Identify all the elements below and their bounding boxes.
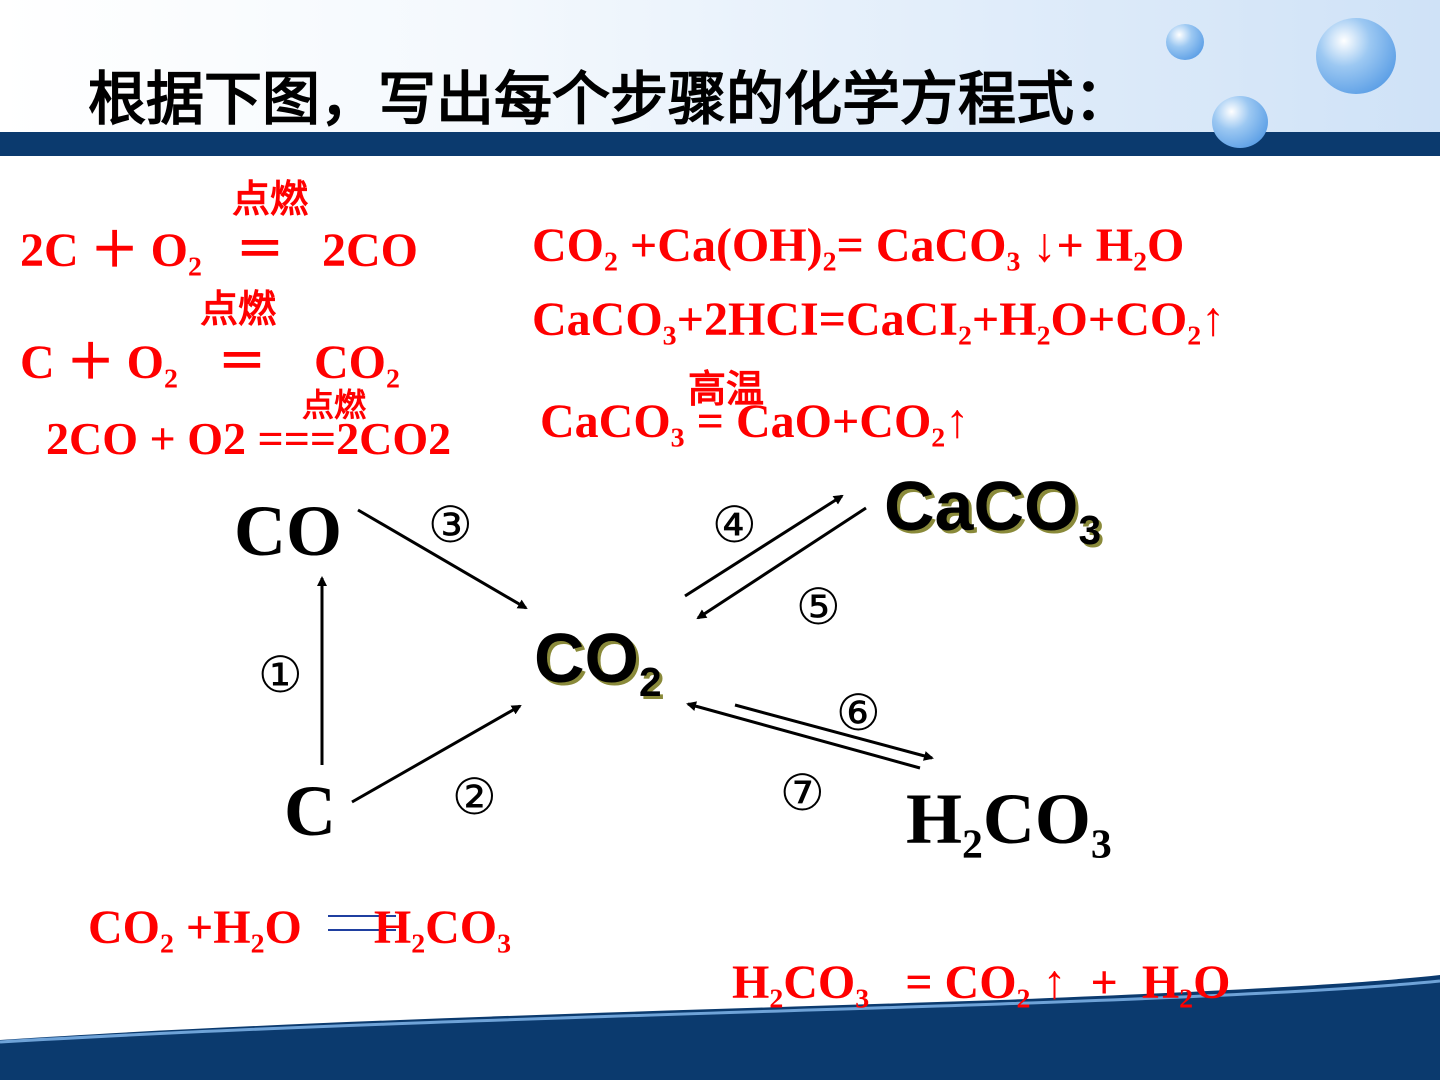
bubble-small — [1166, 24, 1204, 60]
arrow-step-2 — [351, 704, 522, 804]
condition-high-temp: 高温 — [688, 367, 765, 411]
node-caco3: CaCO3 — [884, 467, 1102, 554]
arrow-step-4 — [684, 494, 844, 598]
eq1-left: 2C ＋ O — [20, 224, 189, 277]
condition-ignite-1: 点燃 — [232, 177, 309, 221]
eq2-right-sub: 2 — [385, 363, 400, 395]
eq2-left: C ＋ O — [20, 336, 165, 389]
eq2-right: CO — [313, 336, 386, 389]
equation-2: C ＋ O2 ＝ CO2 — [20, 322, 400, 396]
step-label-4: ④ — [712, 496, 757, 554]
eq1-left-sub: 2 — [188, 251, 202, 283]
bubble-medium — [1212, 96, 1268, 148]
node-h2co3: H2CO3 — [906, 779, 1112, 868]
bubble-large — [1316, 18, 1396, 94]
equation-3: 2CO + O2 ===2CO2 — [46, 413, 452, 464]
page-title: 根据下图，写出每个步骤的化学方程式： — [88, 65, 1133, 133]
node-c: C — [284, 771, 336, 851]
eq1-sign: ＝ — [235, 224, 284, 277]
step-label-7: ⑦ — [780, 764, 825, 822]
arrow-step-5 — [696, 506, 867, 620]
arrow-step-3 — [357, 508, 528, 610]
condition-ignite-2: 点燃 — [200, 287, 277, 331]
step-label-1: ① — [258, 646, 303, 704]
condition-ignite-3: 点燃 — [302, 386, 367, 424]
node-co2: CO2 — [534, 619, 662, 706]
step-label-2: ② — [452, 768, 497, 826]
eq2-sign: ＝ — [217, 336, 266, 389]
equation-1: 2C ＋ O2 ＝ 2CO — [20, 210, 418, 284]
node-co: CO — [234, 491, 342, 571]
arrow-step-6 — [734, 703, 934, 761]
step-label-3: ③ — [428, 496, 473, 554]
step-label-6: ⑥ — [836, 684, 881, 742]
equation-8: H2CO3 = CO2 ↑ + H2O — [732, 956, 1231, 1015]
equation-6: CaCO3 = CaO+CO2↑ — [540, 395, 970, 454]
step-label-5: ⑤ — [796, 578, 841, 636]
header-band — [0, 132, 1440, 156]
eq1-right: 2CO — [321, 224, 418, 277]
eq2-left-sub: 2 — [164, 363, 178, 395]
equation-4: CO2 +Ca(OH)2= CaCO3 ↓+ H2O — [532, 219, 1185, 278]
equation-5: CaCO3+2HCI=CaCI2+H2O+CO2↑ — [532, 293, 1226, 352]
header-background — [0, 0, 1440, 135]
arrow-step-7 — [686, 701, 921, 770]
